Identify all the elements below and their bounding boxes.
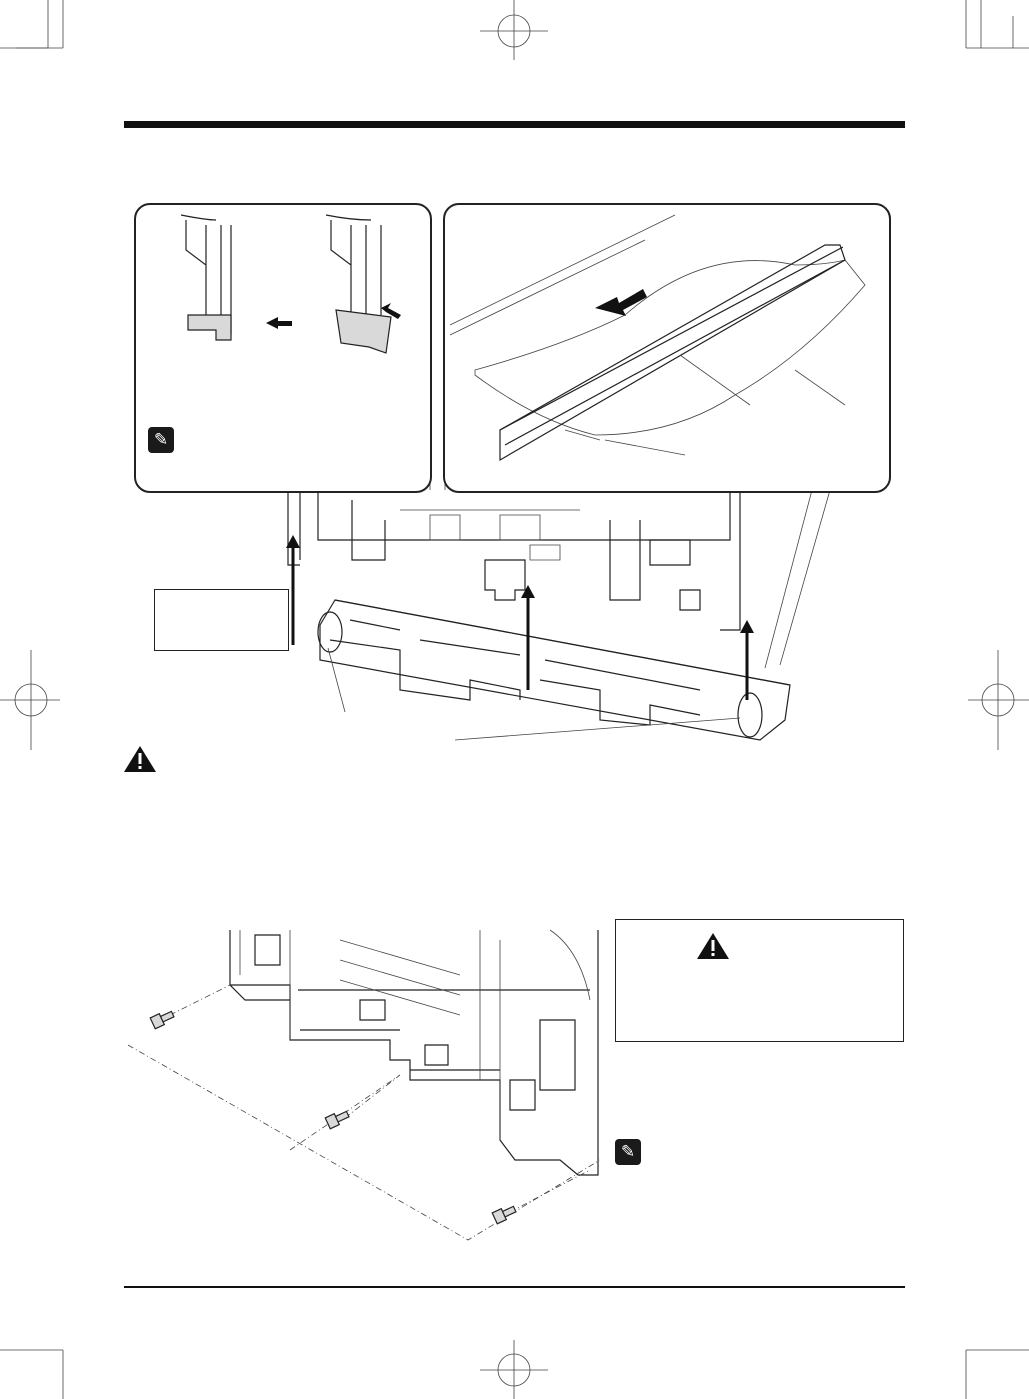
registration-mark-right	[968, 650, 1029, 750]
callout-leaders	[327, 489, 831, 741]
label-box	[154, 589, 289, 651]
warning-triangle-icon	[697, 933, 729, 959]
header-rule	[124, 121, 905, 128]
install-arrows	[286, 535, 754, 700]
screw-icons	[149, 1010, 517, 1225]
cloth-placement-illustration	[449, 214, 866, 462]
warning-triangle-icon	[124, 746, 156, 772]
tv-back-illustration	[287, 430, 741, 631]
registration-mark-bottom	[480, 1340, 548, 1399]
bracket-detail-illustration	[180, 214, 401, 354]
pencil-note-icon: ✎	[615, 1139, 641, 1165]
caution-box	[615, 919, 904, 1042]
speaker-bar-illustration	[317, 599, 791, 741]
tv-bottom-illustration	[229, 929, 599, 1176]
footer-rule	[124, 1286, 905, 1288]
detail-panel-cloth	[443, 203, 891, 493]
pencil-note-icon: ✎	[148, 427, 174, 453]
registration-mark-left	[0, 650, 60, 750]
registration-mark-top	[480, 0, 548, 60]
detail-panel-bracket: ✎	[134, 203, 432, 493]
screw-leaders	[127, 984, 601, 1241]
